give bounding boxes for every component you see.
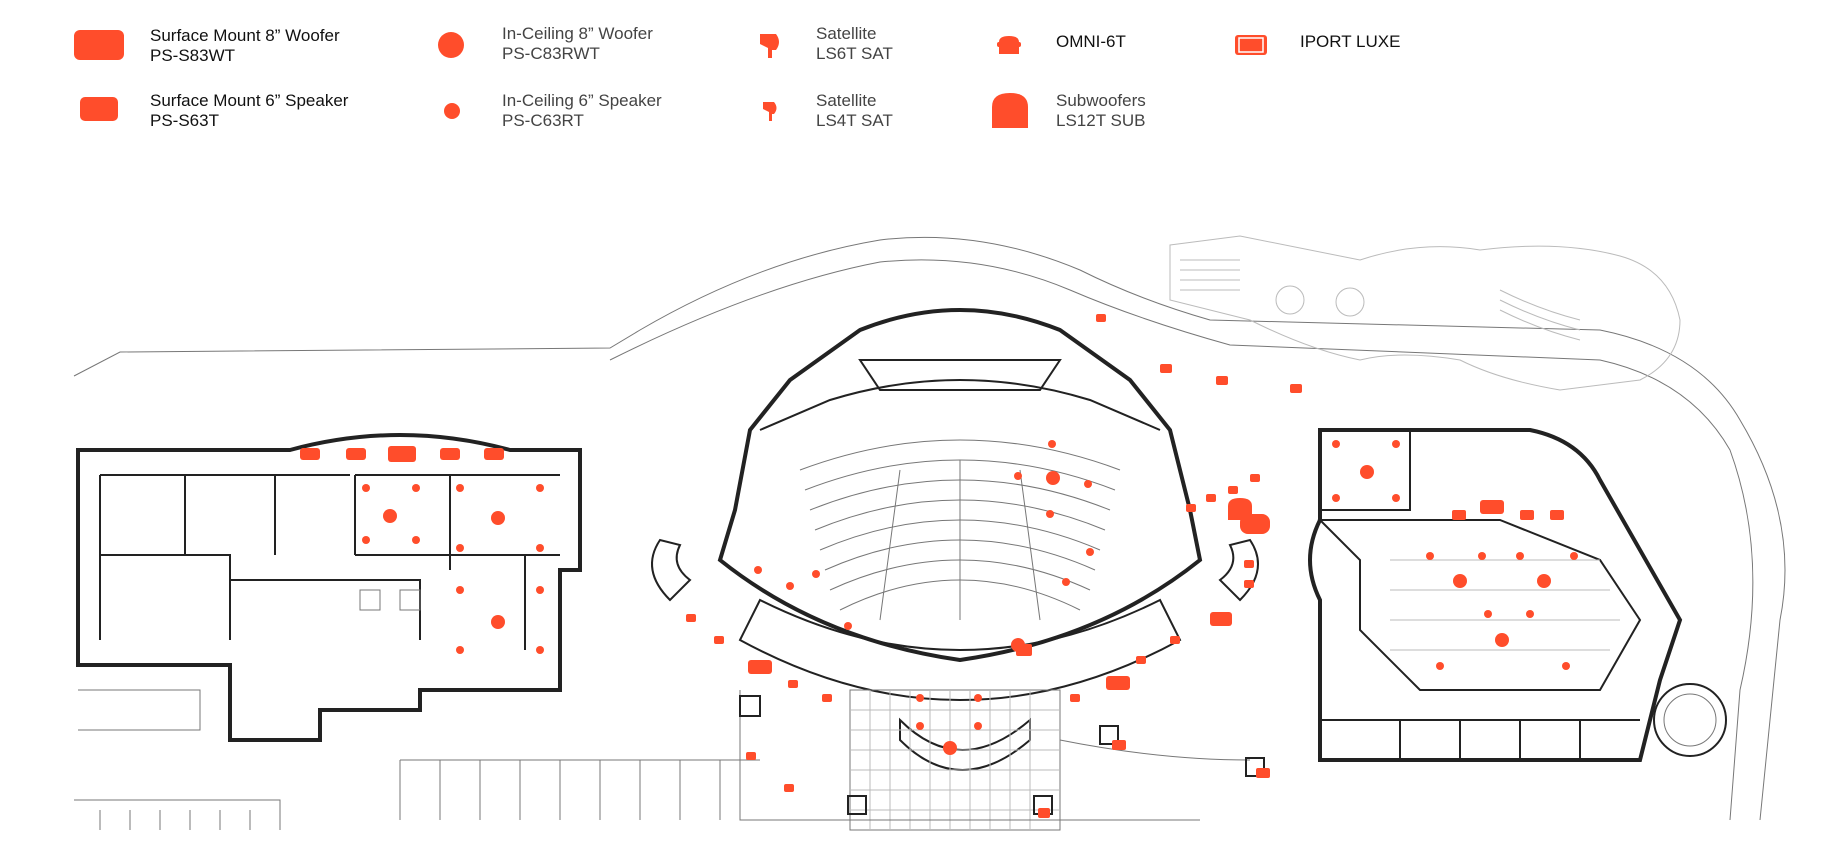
legend-name: Satellite xyxy=(816,24,877,43)
legend-model: PS-S83WT xyxy=(150,46,236,65)
circle-large-icon xyxy=(438,32,464,58)
legend: Surface Mount 8” Woofer PS-S83WT In-Ceil… xyxy=(0,0,1848,160)
legend-name: Subwoofers xyxy=(1056,91,1146,110)
west-building xyxy=(76,433,582,742)
legend-model: PS-C63RT xyxy=(502,111,584,130)
omni-icon xyxy=(997,36,1021,54)
legend-model: PS-C83RWT xyxy=(502,44,600,63)
legend-item-subwoofers: Subwoofers LS12T SUB xyxy=(990,91,1210,131)
auditorium xyxy=(717,308,1203,663)
legend-item-surface-8-woofer: Surface Mount 8” Woofer PS-S83WT xyxy=(74,26,394,66)
landscape-outline xyxy=(1169,235,1681,391)
legend-model: LS6T SAT xyxy=(816,44,893,63)
rounded-rect-small-icon xyxy=(80,97,118,121)
satellite-speakers xyxy=(686,314,1302,792)
legend-name: In-Ceiling 8” Woofer xyxy=(502,24,653,43)
legend-name: In-Ceiling 6” Speaker xyxy=(502,91,662,110)
legend-item-satellite-ls4t: Satellite LS4T SAT xyxy=(762,91,962,131)
subwoofer-icon xyxy=(992,93,1028,128)
legend-name: IPORT LUXE xyxy=(1300,32,1401,51)
legend-name: Satellite xyxy=(816,91,877,110)
rounded-rect-large-icon xyxy=(74,30,124,60)
legend-model: LS4T SAT xyxy=(816,111,893,130)
legend-item-ceiling-6-speaker: In-Ceiling 6” Speaker PS-C63RT xyxy=(444,91,744,131)
legend-item-omni-6t: OMNI-6T xyxy=(996,32,1176,62)
iport-units xyxy=(1016,644,1270,818)
east-building xyxy=(1308,428,1683,762)
floor-plan xyxy=(73,235,1786,831)
legend-item-ceiling-8-woofer: In-Ceiling 8” Woofer PS-C83RWT xyxy=(438,24,738,64)
circle-small-icon xyxy=(444,103,460,119)
iport-icon xyxy=(1235,35,1267,55)
legend-model: LS12T SUB xyxy=(1056,111,1146,130)
legend-name: Surface Mount 6” Speaker xyxy=(150,91,349,110)
parking xyxy=(399,759,760,820)
in-ceiling-8-speakers xyxy=(383,465,1551,755)
legend-item-iport-luxe: IPORT LUXE xyxy=(1234,32,1434,62)
legend-name: Surface Mount 8” Woofer xyxy=(150,26,340,45)
legend-name: OMNI-6T xyxy=(1056,32,1126,51)
legend-item-satellite-ls6t: Satellite LS6T SAT xyxy=(758,24,958,64)
subwoofer xyxy=(1228,498,1252,520)
satellite-small-icon xyxy=(763,102,777,121)
site-boundary-inner xyxy=(609,259,1754,821)
site-boundary xyxy=(73,236,1786,821)
surface-mount-speakers xyxy=(300,446,1564,690)
legend-model: PS-S63T xyxy=(150,111,219,130)
in-ceiling-6-speakers xyxy=(362,440,1578,730)
legend-item-surface-6-speaker: Surface Mount 6” Speaker PS-S63T xyxy=(80,91,400,131)
satellite-large-icon xyxy=(760,34,779,58)
